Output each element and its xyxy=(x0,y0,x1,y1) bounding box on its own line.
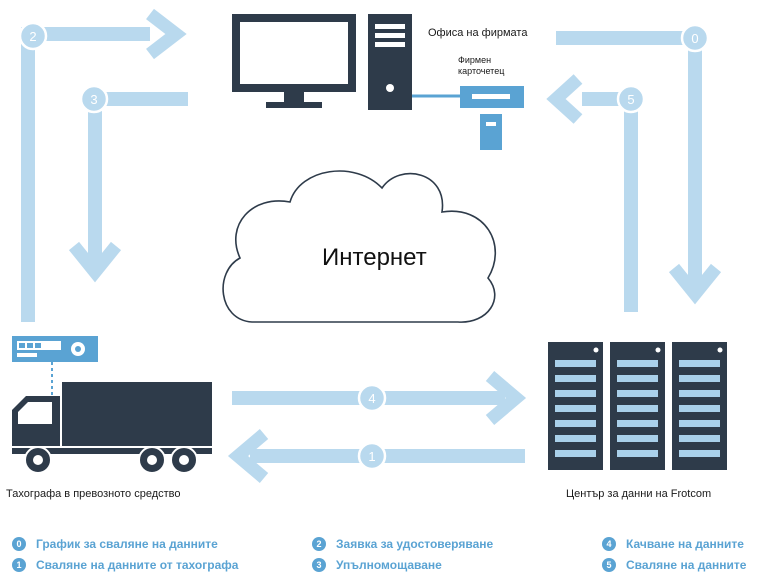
badge-step-5: 5 xyxy=(616,84,646,114)
legend-1-text: Сваляне на данните от тахографа xyxy=(36,558,239,572)
arrow-step-1 xyxy=(227,429,525,483)
monitor-icon xyxy=(232,14,356,108)
badge-step-2: 2 xyxy=(18,21,48,51)
legend-0-number: 0 xyxy=(12,537,26,551)
card-reader-label: Фирмен карточетец xyxy=(458,55,504,77)
badge-0-number: 0 xyxy=(691,31,698,46)
badge-2-number: 2 xyxy=(29,29,36,44)
legend-3-number: 3 xyxy=(312,558,326,572)
legend-4-text: Качване на данните xyxy=(626,537,744,551)
internet-label: Интернет xyxy=(322,244,427,271)
legend-2-text: Заявка за удостоверяване xyxy=(336,537,494,551)
legend-item-5: 5 Сваляне на данните xyxy=(602,558,746,572)
legend-3-text: Упълномощаване xyxy=(336,558,442,572)
badge-4-number: 4 xyxy=(368,391,375,406)
badge-step-1: 1 xyxy=(357,441,387,471)
legend-item-2: 2 Заявка за удостоверяване xyxy=(312,537,493,551)
card-reader-icon xyxy=(412,86,524,150)
legend-1-number: 1 xyxy=(12,558,26,572)
legend-2-number: 2 xyxy=(312,537,326,551)
badge-step-3: 3 xyxy=(79,84,109,114)
badge-1-number: 1 xyxy=(368,449,375,464)
arrow-step-3 xyxy=(68,92,188,283)
badge-3-number: 3 xyxy=(90,92,97,107)
legend-5-number: 5 xyxy=(602,558,616,572)
legend-5-text: Сваляне на данните xyxy=(626,558,747,572)
legend-0-text: График за сваляне на данните xyxy=(36,537,218,551)
office-label: Офиса на фирмата xyxy=(428,27,528,39)
legend-4-number: 4 xyxy=(602,537,616,551)
arrow-step-0 xyxy=(556,31,722,305)
card-reader-label-line-2: карточетец xyxy=(458,66,505,76)
badge-step-4: 4 xyxy=(357,383,387,413)
tachograph-label: Тахографа в превозното средство xyxy=(6,488,181,500)
arrow-step-5 xyxy=(546,74,638,312)
badge-step-0: 0 xyxy=(680,23,710,53)
server-rack-icon xyxy=(548,342,727,470)
datacenter-label: Център за данни на Frotcom xyxy=(566,488,712,500)
badge-5-number: 5 xyxy=(627,92,634,107)
legend-item-0: 0 График за сваляне на данните xyxy=(12,537,218,551)
legend-item-4: 4 Качване на данните xyxy=(602,537,744,551)
tachograph-icon xyxy=(12,336,98,396)
truck-icon xyxy=(12,382,212,474)
card-reader-label-line-1: Фирмен xyxy=(458,55,492,65)
pc-tower-icon xyxy=(368,14,412,110)
legend-item-1: 1 Сваляне на данните от тахографа xyxy=(12,558,238,572)
legend-item-3: 3 Упълномощаване xyxy=(312,558,442,572)
cloud-icon xyxy=(222,170,497,323)
